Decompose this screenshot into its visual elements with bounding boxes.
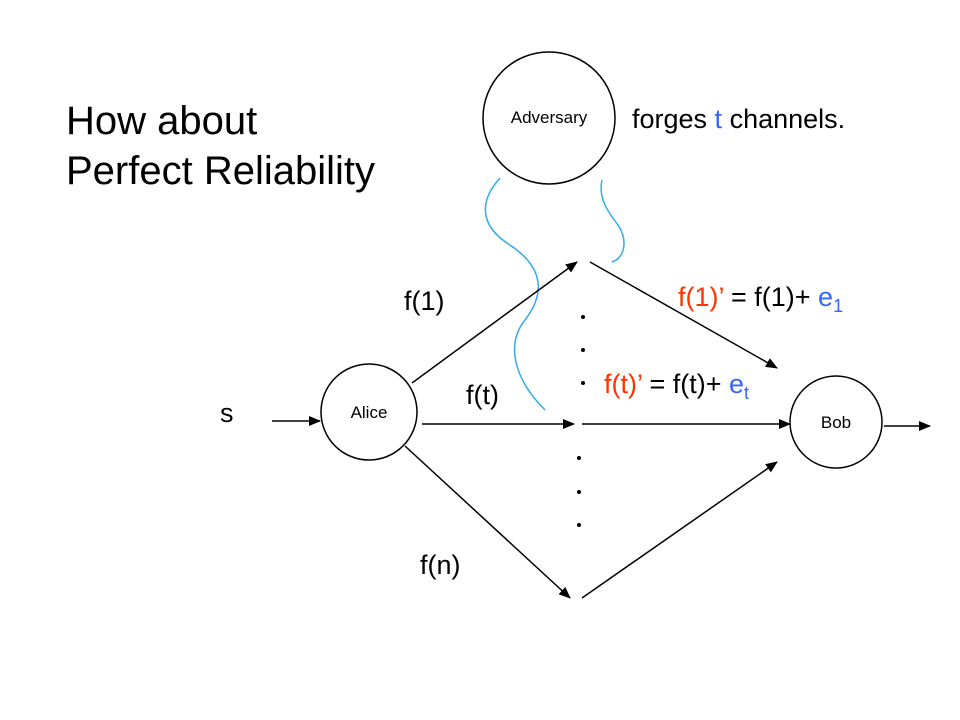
channel-1-arrow: [411, 261, 578, 384]
channel-1-to-bob-arrow: [589, 261, 778, 369]
adversary-caption-prefix: forges: [632, 104, 715, 134]
channel-1-label: f(1): [404, 286, 445, 316]
channel-n-label: f(n): [420, 550, 461, 580]
bob-node: [789, 375, 883, 469]
slide-title-line1: How about: [66, 99, 258, 143]
ellipsis-dots-upper: [581, 315, 585, 385]
eq2-lhs: f(t)’: [604, 369, 642, 399]
eq1-lhs: f(1)’: [678, 282, 724, 312]
eq1-error-sub: 1: [833, 296, 844, 316]
slide-title: How about Perfect Reliability: [66, 96, 375, 196]
bob-label: Bob: [820, 413, 852, 432]
adversary-label: Adversary: [510, 108, 588, 127]
adversary-wave-left: [484, 177, 546, 411]
adversary-caption: forges t channels.: [632, 104, 845, 135]
input-label: s: [220, 398, 234, 428]
forged-equation-t: f(t)’ = f(t)+ et: [604, 369, 749, 404]
channel-t-label: f(t): [466, 380, 499, 410]
adversary-node: [482, 51, 616, 185]
adversary-caption-var: t: [714, 104, 723, 134]
slide-title-line2: Perfect Reliability: [66, 149, 376, 193]
eq1-rhs: = f(1)+: [723, 282, 819, 312]
eq2-error: e: [729, 369, 745, 399]
adversary-caption-suffix: channels.: [722, 104, 846, 134]
alice-node: [320, 363, 418, 461]
adversary-wave-right: [600, 179, 625, 263]
eq2-error-sub: t: [744, 383, 750, 403]
ellipsis-dots-lower: [577, 456, 581, 527]
channel-n-arrow: [404, 445, 571, 599]
eq2-rhs: = f(t)+: [641, 369, 730, 399]
alice-label: Alice: [350, 403, 388, 422]
eq1-error: e: [818, 282, 834, 312]
channel-n-to-bob-arrow: [581, 461, 778, 599]
forged-equation-1: f(1)’ = f(1)+ e1: [678, 282, 843, 317]
